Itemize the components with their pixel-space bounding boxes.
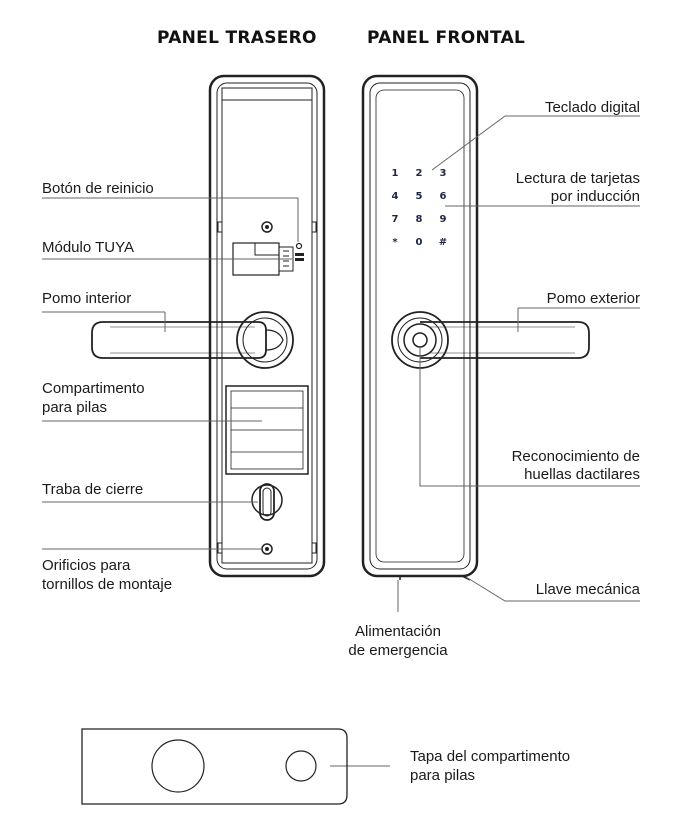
key-star: *	[392, 237, 398, 248]
rear-panel-title: PANEL TRASERO	[157, 28, 317, 48]
label-latch: Traba de cierre	[42, 481, 143, 498]
battery-compartment	[225, 385, 309, 475]
leader-lines	[42, 115, 640, 767]
label-fingerprint-line2: huellas dactilares	[524, 466, 640, 483]
key-1: 1	[392, 168, 399, 179]
latch	[251, 483, 283, 521]
front-panel-title: PANEL FRONTAL	[367, 28, 525, 48]
key-2: 2	[416, 168, 423, 179]
label-cover-line2: para pilas	[410, 767, 475, 784]
fingerprint-sensor	[412, 332, 428, 348]
keypad: 1 2 3 4 5 6 7 8 9 * 0 #	[392, 168, 448, 248]
label-outer-knob: Pomo exterior	[547, 290, 640, 307]
rear-panel	[91, 74, 326, 578]
label-holes-line2: tornillos de montaje	[42, 576, 172, 593]
label-card-line2: por inducción	[551, 188, 640, 205]
label-emergency-line1: Alimentación	[355, 623, 441, 640]
outer-knob	[391, 311, 590, 369]
key-5: 5	[416, 191, 423, 202]
label-cover-line1: Tapa del compartimento	[410, 748, 570, 765]
label-battery-line1: Compartimento	[42, 380, 145, 397]
label-fingerprint-line1: Reconocimiento de	[512, 448, 640, 465]
key-9: 9	[440, 214, 447, 225]
key-8: 8	[416, 214, 423, 225]
key-4: 4	[392, 191, 399, 202]
key-7: 7	[392, 214, 399, 225]
reset-button	[295, 242, 303, 250]
label-holes-line1: Orificios para	[42, 557, 131, 574]
inner-knob	[91, 311, 294, 369]
key-6: 6	[440, 191, 447, 202]
label-mechanical-key: Llave mecánica	[536, 581, 641, 598]
front-panel: 1 2 3 4 5 6 7 8 9 * 0 #	[361, 74, 590, 581]
key-0: 0	[416, 237, 423, 248]
label-battery-line2: para pilas	[42, 399, 107, 416]
key-3: 3	[440, 168, 447, 179]
label-tuya-module: Módulo TUYA	[42, 239, 134, 256]
label-card-line1: Lectura de tarjetas	[516, 170, 640, 187]
label-reset-button: Botón de reinicio	[42, 180, 154, 197]
label-emergency-line2: de emergencia	[348, 642, 448, 659]
top-screw-hole	[261, 221, 273, 233]
battery-cover	[81, 728, 348, 805]
label-keypad: Teclado digital	[545, 99, 640, 116]
key-hash: #	[439, 237, 447, 248]
label-inner-knob: Pomo interior	[42, 290, 131, 307]
